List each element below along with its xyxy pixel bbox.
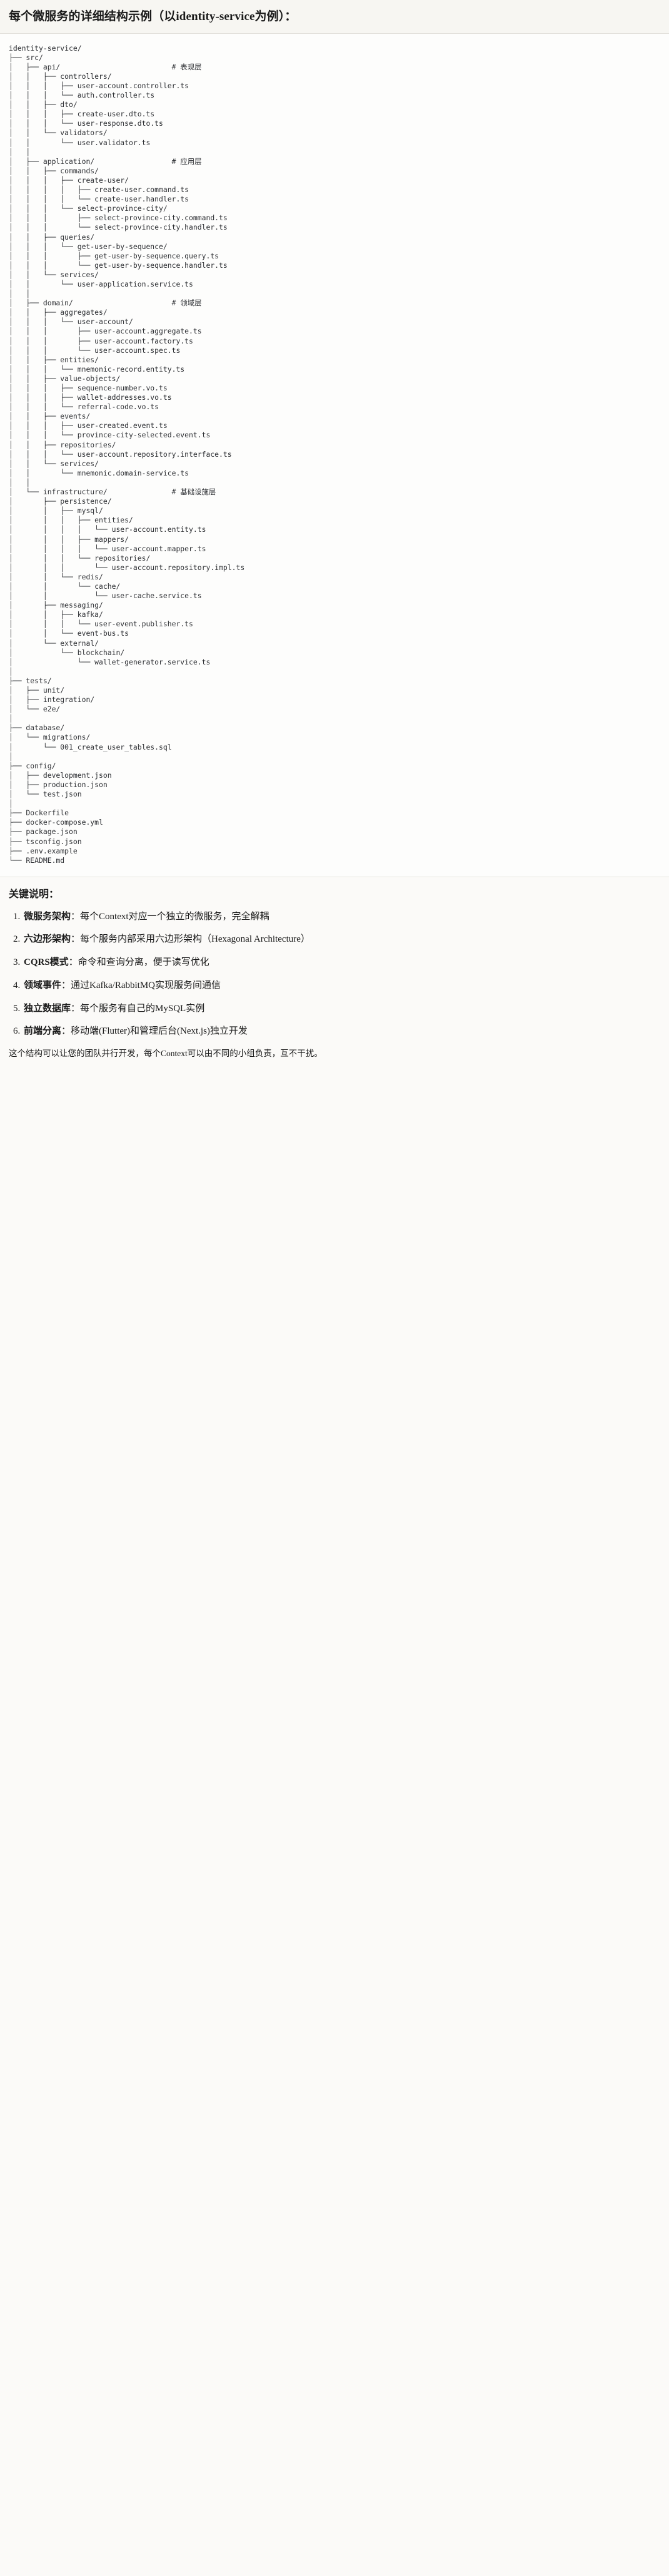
note-separator: ：	[71, 1003, 81, 1014]
note-description: 每个服务有自己的MySQL实例	[80, 1003, 205, 1014]
note-term: CQRS模式	[24, 957, 69, 968]
note-separator: ：	[71, 934, 81, 945]
key-notes-section: 关键说明： 微服务架构：每个Context对应一个独立的微服务，完全解耦 六边形…	[0, 876, 669, 1088]
note-separator: ：	[68, 957, 78, 968]
note-term: 微服务架构	[24, 911, 71, 922]
directory-tree-block: identity-service/ ├── src/ │ ├── api/ # …	[0, 33, 669, 877]
list-item: 六边形架构：每个服务内部采用六边形架构（Hexagonal Architectu…	[23, 933, 660, 947]
list-item: 独立数据库：每个服务有自己的MySQL实例	[23, 1002, 660, 1016]
note-description: 命令和查询分离，便于读写优化	[78, 957, 209, 968]
note-separator: ：	[71, 911, 81, 922]
note-description: 移动端(Flutter)和管理后台(Next.js)独立开发	[71, 1026, 248, 1037]
bottom-spacer	[9, 1066, 660, 1082]
note-description: 每个Context对应一个独立的微服务，完全解耦	[80, 911, 269, 922]
note-term: 领域事件	[24, 980, 62, 990]
document-header: 每个微服务的详细结构示例（以identity-service为例）：	[0, 0, 669, 34]
note-separator: ：	[61, 980, 71, 990]
directory-tree: identity-service/ ├── src/ │ ├── api/ # …	[9, 43, 245, 865]
note-term: 前端分离	[24, 1026, 62, 1037]
closing-paragraph: 这个结构可以让您的团队并行开发，每个Context可以由不同的小组负责，互不干扰…	[9, 1049, 323, 1059]
note-term: 独立数据库	[24, 1003, 71, 1014]
page-title: 每个微服务的详细结构示例（以identity-service为例）：	[9, 10, 297, 23]
note-term: 六边形架构	[24, 934, 71, 945]
list-item: 领域事件：通过Kafka/RabbitMQ实现服务间通信	[23, 979, 660, 993]
list-item: CQRS模式：命令和查询分离，便于读写优化	[23, 956, 660, 970]
key-notes-list: 微服务架构：每个Context对应一个独立的微服务，完全解耦 六边形架构：每个服…	[9, 910, 660, 1039]
note-description: 通过Kafka/RabbitMQ实现服务间通信	[71, 980, 221, 990]
list-item: 微服务架构：每个Context对应一个独立的微服务，完全解耦	[23, 910, 660, 924]
key-notes-heading: 关键说明：	[9, 888, 59, 900]
note-description: 每个服务内部采用六边形架构（Hexagonal Architecture）	[80, 934, 310, 945]
list-item: 前端分离：移动端(Flutter)和管理后台(Next.js)独立开发	[23, 1025, 660, 1039]
note-separator: ：	[61, 1026, 71, 1037]
